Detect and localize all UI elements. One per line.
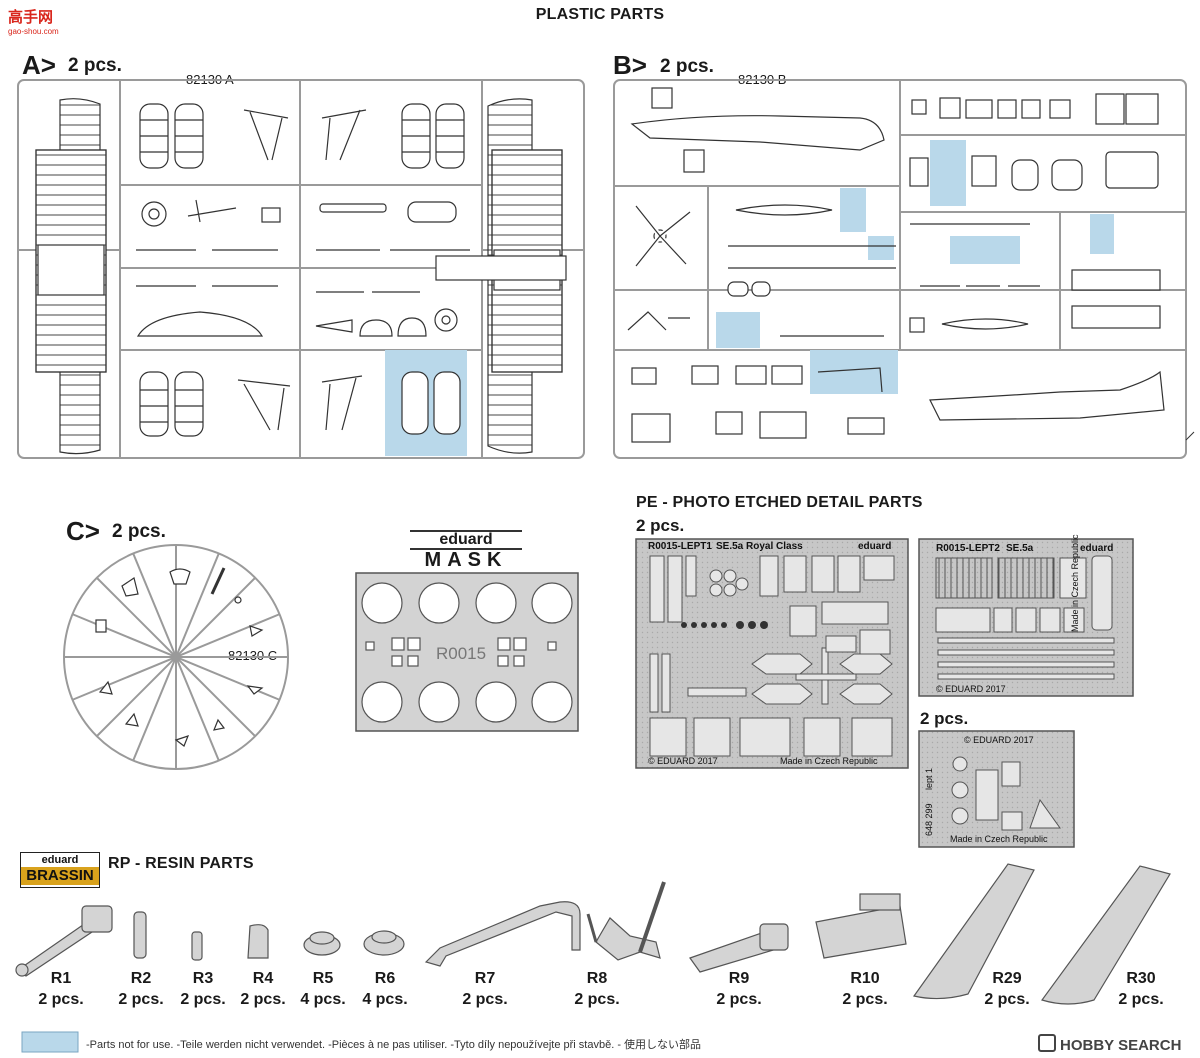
resin-part-count: 4 pcs.	[300, 991, 346, 1008]
sprue-c-parts	[95, 567, 264, 747]
pe-fret-1-brand: eduard	[858, 541, 892, 552]
resin-parts-drawing	[15, 863, 1171, 1005]
resin-part-r3: R3 2 pcs.	[168, 968, 238, 1010]
mask-word: MASK	[424, 549, 508, 571]
legend-swatch	[21, 1031, 79, 1053]
sprue-a-left-wing	[35, 98, 107, 455]
sprue-b-parts	[627, 87, 1165, 443]
resin-part-count: 2 pcs.	[842, 991, 888, 1008]
brassin-badge-top: eduard	[21, 853, 99, 867]
pe-fret-3-code: lept 1	[924, 767, 934, 790]
pe-fret-3-made: Made in Czech Republic	[950, 834, 1048, 844]
site-logo-url: gao-shou.com	[8, 27, 59, 36]
resin-part-count: 2 pcs.	[38, 991, 84, 1008]
sprue-a-letter: A>	[22, 50, 56, 80]
resin-part-count: 2 pcs.	[574, 991, 620, 1008]
brassin-badge-bottom: BRASSIN	[21, 867, 99, 885]
sprue-c-code: 82130 C	[228, 648, 278, 663]
resin-part-id: R2	[130, 970, 152, 987]
resin-part-id: R8	[586, 970, 608, 987]
hobby-search-text: HOBBY SEARCH	[1060, 1037, 1182, 1054]
hobby-search-icon	[1038, 1034, 1056, 1052]
sprue-b-letter: B>	[613, 50, 647, 80]
resin-part-id: R4	[252, 970, 274, 987]
resin-part-r2: R2 2 pcs.	[106, 968, 176, 1010]
sprue-b-unused-areas	[716, 140, 1114, 394]
resin-part-id: R9	[728, 970, 750, 987]
resin-part-count: 2 pcs.	[716, 991, 762, 1008]
resin-part-id: R5	[312, 970, 334, 987]
resin-part-id: R29	[992, 970, 1022, 987]
site-logo: 高手网 gao-shou.com	[8, 6, 59, 36]
resin-part-r1: R1 2 pcs.	[26, 968, 96, 1010]
pe-fret-2-name: SE.5a	[1006, 543, 1034, 554]
sprue-a-right-wing	[435, 98, 567, 454]
pe-fret-1-name: SE.5a Royal Class	[716, 541, 803, 552]
pe-fret-1-copyright: © EDUARD 2017	[648, 756, 718, 766]
pe-fret-2	[918, 538, 1134, 697]
resin-part-id: R1	[50, 970, 72, 987]
resin-part-r6: R6 4 pcs.	[350, 968, 420, 1010]
resin-part-count: 2 pcs.	[1118, 991, 1164, 1008]
mask-code: R0015	[436, 644, 487, 663]
resin-part-count: 2 pcs.	[118, 991, 164, 1008]
mask-brand: eduard	[410, 530, 522, 550]
mask-header: eduard MASK	[410, 530, 522, 570]
resin-part-r5: R5 4 pcs.	[288, 968, 358, 1010]
resin-part-count: 2 pcs.	[180, 991, 226, 1008]
resin-part-count: 2 pcs.	[462, 991, 508, 1008]
resin-part-r9: R9 2 pcs.	[704, 968, 774, 1010]
pe-fret-1-code: R0015-LEPT1	[648, 541, 712, 552]
sprue-a-count: 2 pcs.	[68, 55, 122, 76]
sprue-c-letter: C>	[66, 516, 100, 546]
resin-part-r29: R29 2 pcs.	[972, 968, 1042, 1010]
page-title: PLASTIC PARTS	[535, 6, 665, 23]
resin-part-r8: R8 2 pcs.	[562, 968, 632, 1010]
resin-part-count: 4 pcs.	[362, 991, 408, 1008]
pe-fret-2-code: R0015-LEPT2	[936, 543, 1000, 554]
sprue-b-count: 2 pcs.	[660, 56, 714, 77]
pe-fret-2-made: Made in Czech Republic	[1070, 534, 1080, 632]
resin-part-id: R6	[374, 970, 396, 987]
resin-part-r10: R10 2 pcs.	[830, 968, 900, 1010]
pe-fret-3	[918, 730, 1075, 848]
sprue-c-count: 2 pcs.	[112, 521, 166, 542]
pe-fret-1-count: 2 pcs.	[636, 516, 685, 535]
brassin-badge: eduard BRASSIN	[20, 852, 100, 888]
resin-part-r30: R30 2 pcs.	[1106, 968, 1176, 1010]
resin-part-count: 2 pcs.	[984, 991, 1030, 1008]
pe-fret-3-count: 2 pcs.	[920, 709, 969, 728]
pe-fret-2-copyright: © EDUARD 2017	[936, 684, 1006, 694]
resin-part-id: R10	[850, 970, 880, 987]
pe-fret-3-number: 648 299	[924, 803, 934, 836]
legend-text: -Parts not for use. -Teile werden nicht …	[86, 1039, 702, 1051]
mask-sheet	[355, 572, 579, 732]
pe-fret-1	[635, 538, 909, 769]
pe-fret-3-copyright: © EDUARD 2017	[964, 735, 1034, 745]
resin-part-id: R7	[474, 970, 496, 987]
pe-title: PE - PHOTO ETCHED DETAIL PARTS	[636, 494, 923, 511]
resin-part-count: 2 pcs.	[240, 991, 286, 1008]
pe-fret-1-made: Made in Czech Republic	[780, 756, 878, 766]
pe-fret-2-brand: eduard	[1080, 543, 1114, 554]
resin-part-r4: R4 2 pcs.	[228, 968, 298, 1010]
sprue-a-small-parts	[136, 103, 470, 437]
resin-title: RP - RESIN PARTS	[108, 855, 254, 872]
resin-part-r7: R7 2 pcs.	[450, 968, 520, 1010]
resin-part-id: R30	[1126, 970, 1156, 987]
resin-part-id: R3	[192, 970, 214, 987]
site-logo-name: 高手网	[8, 9, 54, 26]
hobby-search-watermark: HOBBY SEARCH	[1038, 1034, 1181, 1054]
